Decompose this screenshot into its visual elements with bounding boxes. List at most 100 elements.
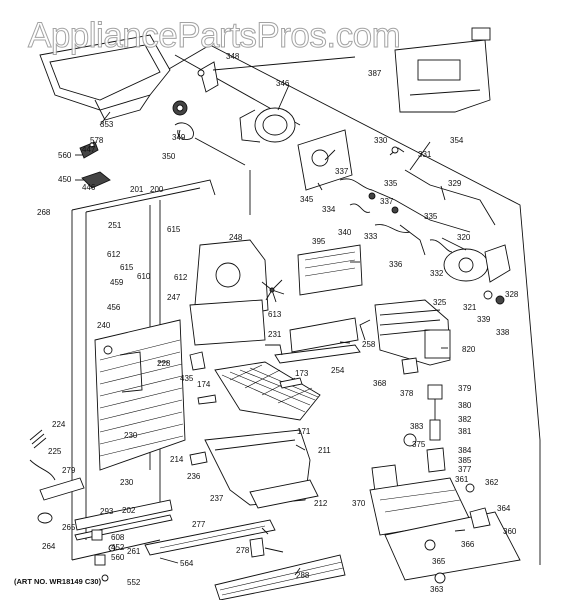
water-valve-tubing [339, 146, 496, 256]
callout-332: 332 [430, 269, 444, 278]
callout-337b: 337 [380, 197, 394, 206]
callout-345: 345 [300, 195, 314, 204]
callout-202: 202 [122, 506, 136, 515]
dispenser-parts [401, 357, 446, 473]
shelf-rails [265, 317, 361, 364]
damper-control-plate [297, 129, 353, 191]
callout-379: 379 [458, 384, 472, 393]
crisper-drawer [204, 429, 319, 509]
callout-171: 171 [297, 427, 311, 436]
callout-336: 336 [389, 260, 403, 269]
bottom-rail [144, 519, 346, 601]
callout-384: 384 [458, 446, 472, 455]
callout-378: 378 [400, 389, 414, 398]
callout-334: 334 [322, 205, 336, 214]
callout-339: 339 [477, 315, 491, 324]
callout-560: 560 [58, 151, 72, 160]
callout-230b: 230 [120, 478, 134, 487]
callout-288: 288 [296, 571, 310, 580]
callout-236: 236 [187, 472, 201, 481]
callout-615b: 615 [120, 263, 134, 272]
callout-435: 435 [180, 374, 194, 383]
ice-bucket-assembly [39, 34, 171, 121]
callout-277: 277 [192, 520, 206, 529]
callout-366: 366 [461, 540, 475, 549]
callout-225: 225 [48, 447, 62, 456]
mullion-rails [37, 499, 173, 541]
fan-blade [261, 279, 285, 303]
callout-337a: 337 [335, 167, 349, 176]
callout-330: 330 [374, 136, 388, 145]
callout-228: 228 [157, 359, 171, 368]
callout-214: 214 [170, 455, 184, 464]
callout-321: 321 [463, 303, 477, 312]
callout-211: 211 [318, 446, 331, 455]
callout-328: 328 [505, 290, 519, 299]
callout-370: 370 [352, 499, 366, 508]
art-number-caption: (ART NO. WR18149 C30) [14, 577, 102, 586]
callout-377: 377 [458, 465, 472, 474]
dispenser-control [369, 464, 521, 584]
callout-346: 346 [276, 79, 290, 88]
evaporator-coil [94, 319, 186, 471]
callout-395: 395 [312, 237, 326, 246]
callout-237: 237 [210, 494, 224, 503]
callout-383: 383 [410, 422, 424, 431]
callout-348: 348 [226, 52, 240, 61]
callout-231: 231 [268, 330, 282, 339]
callout-320: 320 [457, 233, 471, 242]
callout-552: 552 [127, 578, 141, 587]
callout-268: 268 [37, 208, 51, 217]
callout-224: 224 [52, 420, 66, 429]
callout-456: 456 [107, 303, 121, 312]
callout-265: 265 [62, 523, 76, 532]
callout-333: 333 [364, 232, 378, 241]
callout-360: 360 [503, 527, 517, 536]
callout-251: 251 [108, 221, 122, 230]
callout-387: 387 [368, 69, 382, 78]
drain-tube [29, 429, 85, 501]
callout-338: 338 [496, 328, 510, 337]
callout-258: 258 [362, 340, 376, 349]
callout-362: 362 [485, 478, 499, 487]
callout-329: 329 [448, 179, 462, 188]
callout-173: 173 [295, 369, 309, 378]
callout-261: 261 [127, 547, 141, 556]
callout-365: 365 [432, 557, 446, 566]
callout-381: 381 [458, 427, 472, 436]
callout-331: 331 [418, 150, 432, 159]
callout-230a: 230 [124, 431, 138, 440]
callout-247: 247 [167, 293, 181, 302]
callout-248: 248 [229, 233, 243, 242]
callout-254: 254 [331, 366, 345, 375]
callout-368: 368 [373, 379, 387, 388]
callout-212: 212 [314, 499, 328, 508]
callout-610: 610 [137, 272, 151, 281]
callout-354: 354 [450, 136, 464, 145]
callout-820: 820 [462, 345, 476, 354]
callout-201: 201 [130, 185, 144, 194]
callout-380: 380 [458, 401, 472, 410]
cover-panel [297, 244, 363, 296]
callout-608: 608 [111, 533, 125, 542]
callout-446: 446 [82, 183, 96, 192]
callout-615a: 615 [167, 225, 181, 234]
callout-350: 350 [162, 152, 176, 161]
callout-335b: 335 [424, 212, 438, 221]
evaporator-cover [189, 239, 269, 346]
callout-340: 340 [338, 228, 352, 237]
callout-278: 278 [236, 546, 250, 555]
callout-560b: 560 [111, 553, 125, 562]
callout-293: 293 [100, 507, 114, 516]
callout-361: 361 [455, 475, 469, 484]
callout-613: 613 [268, 310, 282, 319]
callout-364: 364 [497, 504, 511, 513]
callout-264: 264 [42, 542, 56, 551]
auger-motor [172, 61, 296, 166]
callout-578: 578 [90, 136, 104, 145]
hinge-parts [91, 529, 265, 582]
callout-385: 385 [458, 456, 472, 465]
callout-279: 279 [62, 466, 76, 475]
